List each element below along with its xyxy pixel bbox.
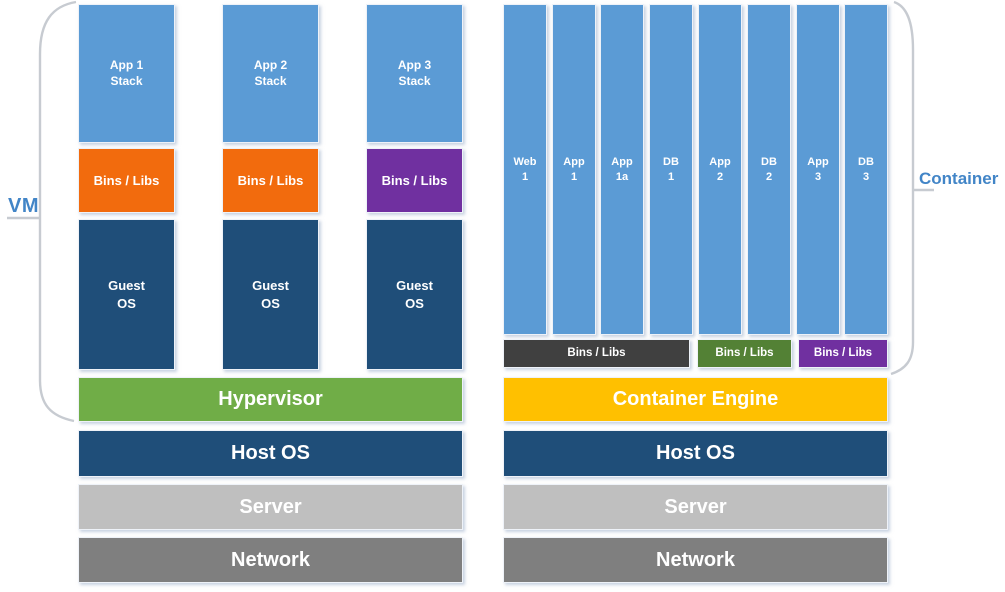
network-layer: Network [503, 537, 888, 583]
container-column-label-line: DB [663, 155, 679, 168]
bins-libs-block: Bins / Libs [222, 148, 319, 213]
container-engine-label: Container Engine [612, 388, 779, 411]
container-column-label-line: Web [513, 155, 537, 168]
guest-os-label-line: Guest [396, 278, 433, 294]
container-column-label-line: 1 [570, 170, 578, 183]
bins-libs-block: Bins / Libs [78, 148, 175, 213]
bins-libs-block: Bins / Libs [366, 148, 463, 213]
bins-libs-label: Bins / Libs [715, 346, 774, 359]
app-stack-label-line: App 1 [109, 57, 144, 72]
host-os-layer: Host OS [78, 430, 463, 477]
server-label: Server [239, 495, 302, 518]
container-column: DB 2 [747, 4, 791, 335]
container-column-label-line: DB [858, 155, 874, 168]
container-column: App 1a [600, 4, 644, 335]
container-column-label-line: App [563, 155, 585, 168]
container-column-label-line: 1 [667, 170, 675, 183]
container-label: Container [919, 169, 999, 188]
host-os-label: Host OS [656, 442, 735, 465]
container-column: DB 3 [844, 4, 888, 335]
container-bins-libs-block: Bins / Libs [503, 339, 690, 368]
bins-libs-label: Bins / Libs [93, 172, 160, 188]
container-column-label-line: App [611, 155, 633, 168]
guest-os-block: Guest OS [78, 219, 175, 370]
vm-label: VM [8, 195, 39, 217]
app-stack-label-line: Stack [254, 73, 287, 88]
container-column-label-line: 3 [814, 170, 822, 183]
app-stack-label-line: App 3 [397, 57, 432, 72]
container-column-label-line: DB [761, 155, 777, 168]
container-column: App 2 [698, 4, 742, 335]
guest-os-label-line: OS [261, 295, 280, 311]
app-stack-block: App 3 Stack [366, 4, 463, 143]
container-column-label-line: 1 [521, 170, 529, 183]
bins-libs-label: Bins / Libs [813, 346, 873, 359]
guest-os-label-line: OS [405, 295, 424, 311]
container-column: DB 1 [649, 4, 693, 335]
network-label: Network [656, 548, 735, 571]
bins-libs-label: Bins / Libs [381, 172, 448, 188]
app-stack-block: App 2 Stack [222, 4, 319, 143]
server-layer: Server [503, 484, 888, 530]
vm-bracket [38, 0, 77, 423]
guest-os-block: Guest OS [222, 219, 319, 370]
container-bracket [890, 0, 915, 376]
container-bins-libs-block: Bins / Libs [697, 339, 792, 368]
bins-libs-label: Bins / Libs [567, 346, 626, 359]
server-label: Server [664, 495, 727, 518]
host-os-label: Host OS [231, 442, 310, 465]
container-column: Web 1 [503, 4, 547, 335]
container-column-label-line: 1a [615, 170, 629, 183]
app-stack-label-line: Stack [110, 73, 143, 88]
guest-os-block: Guest OS [366, 219, 463, 370]
hypervisor-layer: Hypervisor [78, 377, 463, 422]
app-stack-label-line: Stack [398, 73, 431, 88]
container-column-label-line: 2 [765, 170, 773, 183]
network-layer: Network [78, 537, 463, 583]
server-layer: Server [78, 484, 463, 530]
container-column-label-line: 2 [716, 170, 724, 183]
container-engine-layer: Container Engine [503, 377, 888, 422]
container-column-label-line: 3 [862, 170, 870, 183]
container-column-label-line: App [807, 155, 829, 168]
guest-os-label-line: Guest [108, 278, 145, 294]
container-column: App 3 [796, 4, 840, 335]
network-label: Network [231, 548, 310, 571]
app-stack-label-line: App 2 [253, 57, 288, 72]
hypervisor-label: Hypervisor [218, 388, 323, 411]
app-stack-block: App 1 Stack [78, 4, 175, 143]
guest-os-label-line: OS [117, 295, 136, 311]
container-column: App 1 [552, 4, 596, 335]
container-bins-libs-block: Bins / Libs [798, 339, 888, 368]
guest-os-label-line: Guest [252, 278, 289, 294]
container-column-label-line: App [709, 155, 731, 168]
bins-libs-label: Bins / Libs [237, 172, 304, 188]
host-os-layer: Host OS [503, 430, 888, 477]
